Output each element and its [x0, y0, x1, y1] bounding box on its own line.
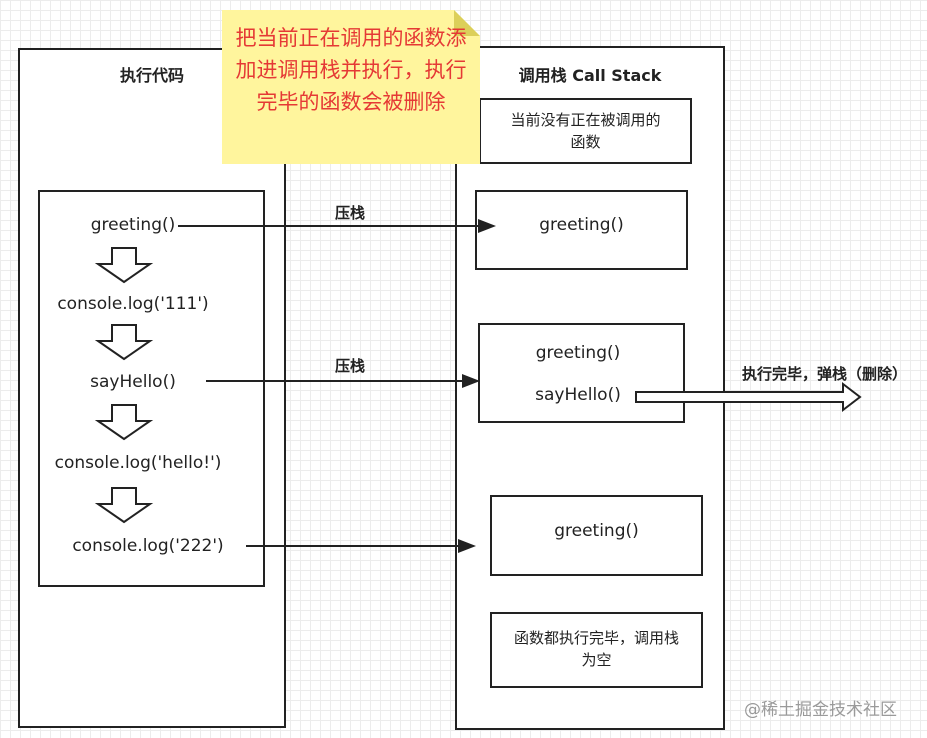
code-step-console-111: console.log('111') [57, 294, 209, 314]
push-arrow-2 [206, 374, 480, 388]
stack-state-empty-text: 函数都执行完毕，调用栈为空 [513, 629, 679, 669]
flow-down-arrow-4 [94, 487, 154, 524]
pop-arrow [635, 381, 862, 413]
code-panel-title: 执行代码 [119, 66, 184, 85]
push-label-1: 压栈 [334, 204, 365, 222]
code-block [38, 190, 265, 587]
code-step-greeting: greeting() [90, 215, 176, 235]
code-step-console-222: console.log('222') [72, 536, 224, 556]
stack-state-2-item-sayhello: sayHello() [535, 385, 621, 405]
stack-state-empty [490, 612, 703, 688]
stack-state-2-item-greeting: greeting() [535, 343, 621, 363]
stack-state-initial-text: 当前没有正在被调用的函数 [510, 111, 661, 151]
stack-state-1 [475, 190, 688, 270]
sticky-note-text: 把当前正在调用的函数添加进调用栈并执行，执行完毕的函数会被删除 [235, 26, 467, 114]
stack-state-2 [478, 323, 685, 423]
sticky-note [222, 10, 480, 164]
flow-down-arrow-3 [94, 404, 154, 441]
stack-state-initial [479, 98, 692, 164]
flow-down-arrow-2 [94, 324, 154, 361]
stack-state-3-item-greeting: greeting() [554, 521, 639, 541]
call-stack-title: 调用栈 Call Stack [518, 66, 662, 85]
push-arrow-1 [178, 219, 496, 233]
push-label-2: 压栈 [334, 357, 365, 375]
code-step-console-hello: console.log('hello!') [54, 453, 222, 473]
stack-state-3 [490, 495, 703, 576]
stack-state-1-item-greeting: greeting() [539, 215, 624, 235]
watermark: @稀土掘金技术社区 [744, 700, 897, 720]
code-step-sayhello: sayHello() [90, 372, 176, 392]
push-arrow-3 [246, 539, 476, 553]
flow-down-arrow-1 [94, 247, 154, 284]
pop-label: 执行完毕，弹栈（删除） [741, 365, 907, 383]
